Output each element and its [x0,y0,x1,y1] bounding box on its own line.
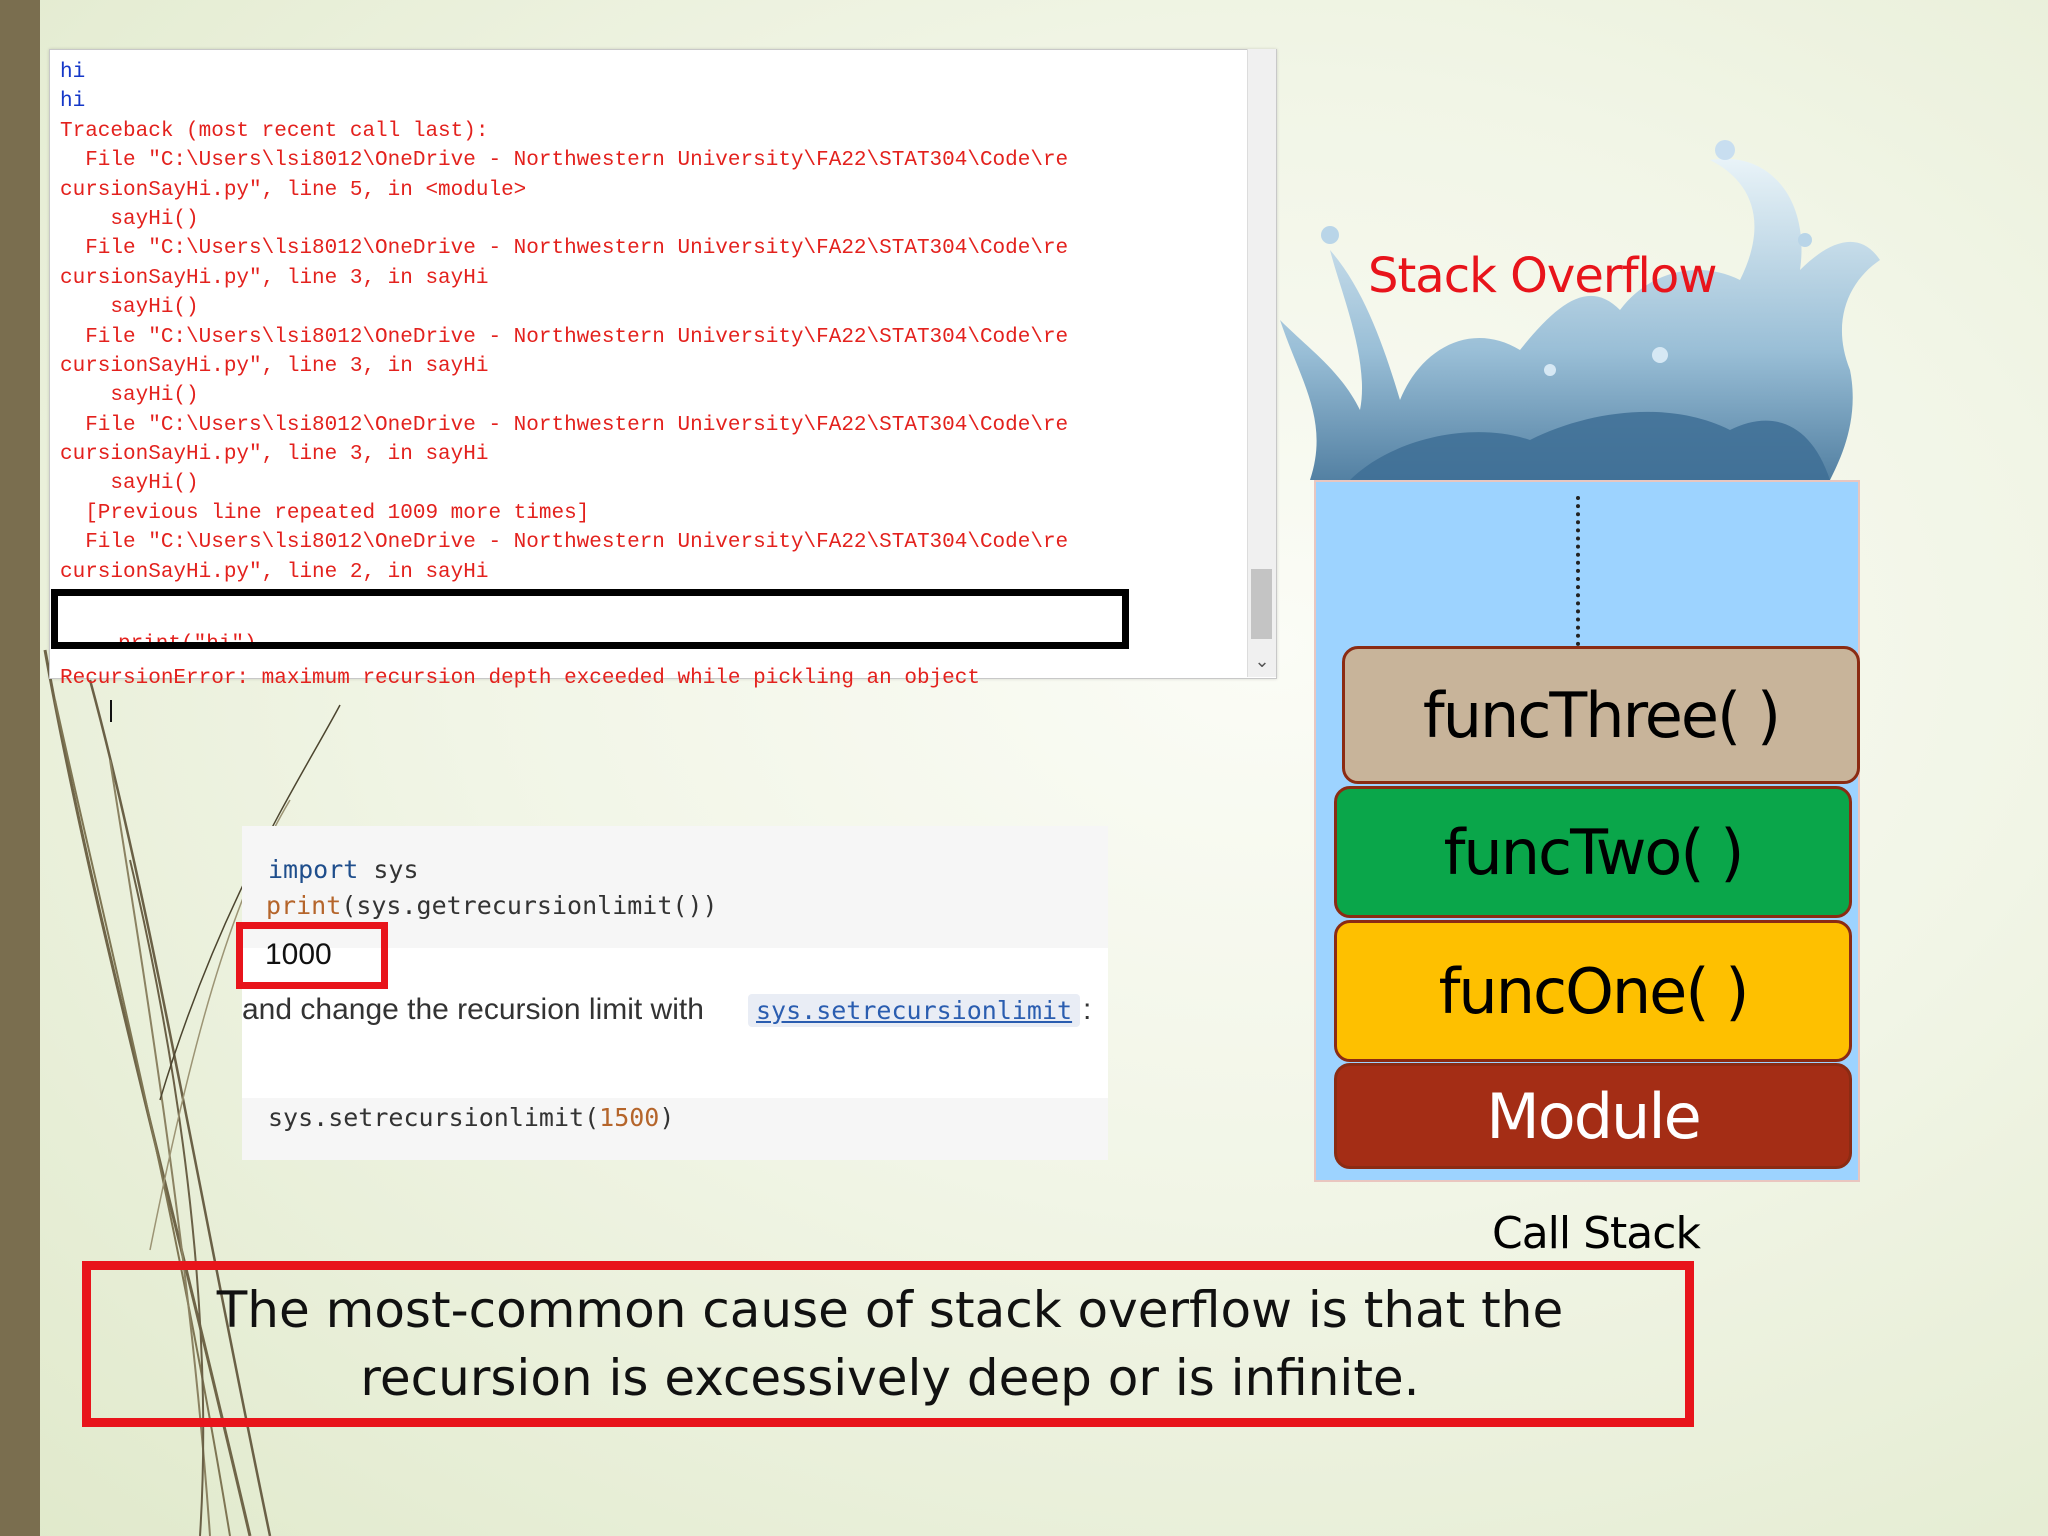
stack-overflow-note: The most-common cause of stack overflow … [100,1276,1680,1412]
setlimit-line: sys.setrecursionlimit(1500) [268,1103,674,1132]
console-line: cursionSayHi.py", line 3, in sayHi [60,266,489,290]
recursion-limit-output: 1000 [265,938,332,971]
console-line: Traceback (most recent call last): [60,119,489,143]
setrecursionlimit-link[interactable]: sys.setrecursionlimit [748,994,1081,1027]
console-line: cursionSayHi.py", line 5, in <module> [60,178,527,202]
set-call: sys.setrecursionlimit( [268,1103,600,1132]
console-line: File "C:\Users\lsi8012\OneDrive - Northw… [60,325,1069,349]
error-highlight-box [51,589,1129,649]
slide-left-bar [0,0,40,1536]
note-highlight-box [82,1261,1694,1427]
console-line: File "C:\Users\lsi8012\OneDrive - Northw… [60,531,1069,555]
stack-overflow-title: Stack Overflow [1368,248,1717,304]
console-line: File "C:\Users\lsi8012\OneDrive - Northw… [60,237,1069,261]
import-module: sys [358,855,419,884]
console-line: cursionSayHi.py", line 3, in sayHi [60,443,489,467]
stack-frame-module: Module [1334,1063,1852,1169]
print-function: print [266,891,342,920]
console-scrollbar[interactable]: ⌄ [1247,49,1276,677]
print-line: print(sys.getrecursionlimit()) [266,891,718,920]
decorative-curves [43,649,341,1536]
text-caret [110,700,112,722]
water-splash-image [1280,140,1880,480]
call-stack-caption: Call Stack [1492,1208,1701,1259]
set-close: ) [659,1103,675,1132]
console-line: [Previous line repeated 1009 more times] [60,501,590,525]
stack-frame-functwo: funcTwo( ) [1334,786,1852,918]
console-line: sayHi() [60,472,199,496]
scroll-down-icon[interactable]: ⌄ [1254,651,1270,671]
console-line: sayHi() [60,384,199,408]
scrollbar-thumb[interactable] [1251,569,1272,639]
change-limit-text: and change the recursion limit with [242,993,704,1026]
stack-frame-functhree: funcThree( ) [1342,646,1860,784]
console-line: File "C:\Users\lsi8012\OneDrive - Northw… [60,149,1069,173]
stack-frame-funcone: funcOne( ) [1334,920,1852,1062]
console-line: hi [60,61,86,84]
note-line-1: The most-common cause of stack overflow … [216,1281,1564,1339]
recursion-error-line: RecursionError: maximum recursion depth … [60,667,980,690]
console-line: sayHi() [60,207,199,231]
console-line: sayHi() [60,296,199,320]
import-keyword: import [268,855,359,884]
console-line: cursionSayHi.py", line 3, in sayHi [60,354,489,378]
console-line: hi [60,90,86,114]
console-line: File "C:\Users\lsi8012\OneDrive - Northw… [60,413,1069,437]
colon-text: : [1083,993,1092,1026]
stack-continuation-dots [1576,496,1580,646]
set-value: 1500 [599,1103,660,1132]
console-line: cursionSayHi.py", line 2, in sayHi [60,560,489,584]
print-args: (sys.getrecursionlimit()) [341,891,718,920]
output-highlight-box [236,922,388,989]
note-line-2: recursion is excessively deep or is infi… [360,1349,1420,1407]
import-line: import sys [268,855,419,884]
